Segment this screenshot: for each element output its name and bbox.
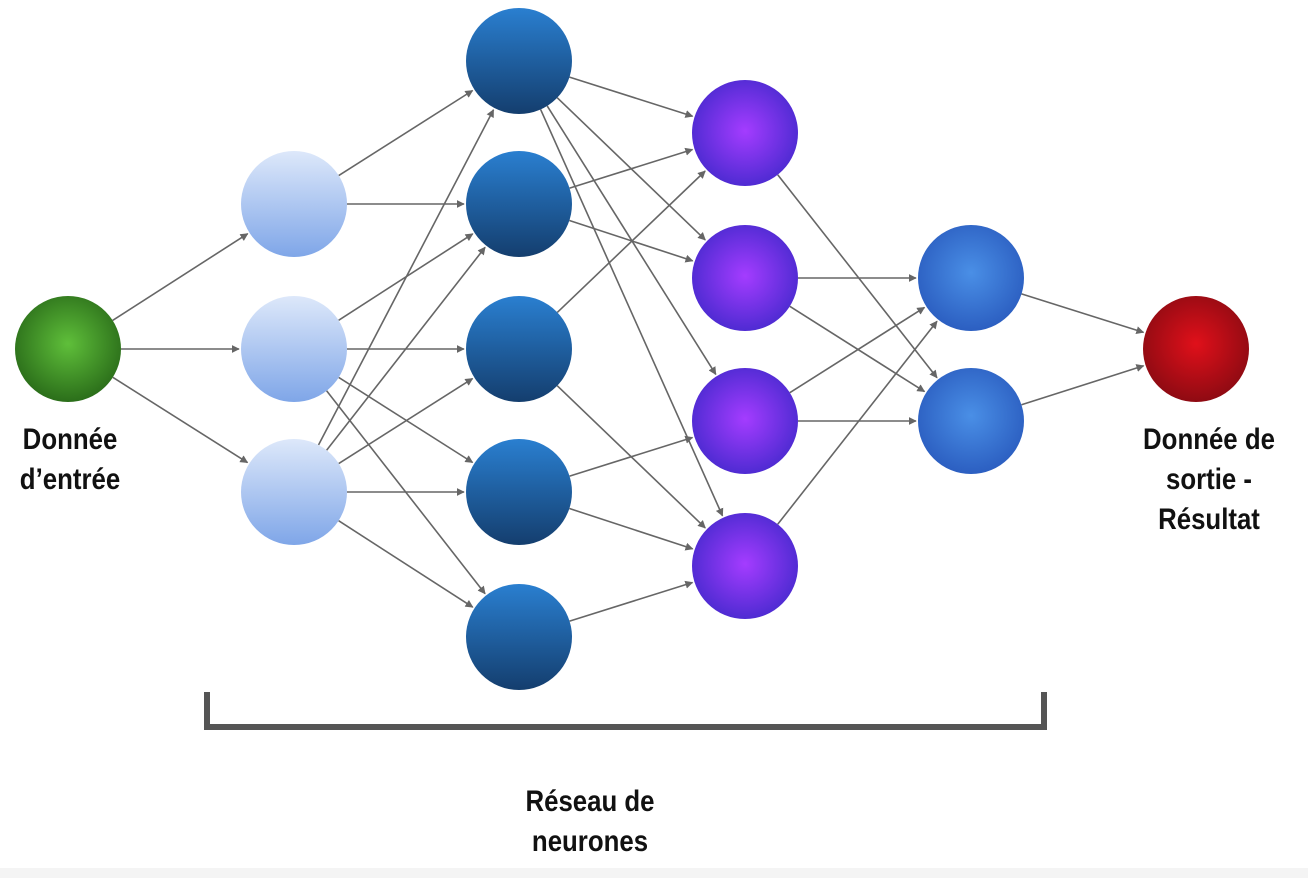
- output-label: Donnée de sortie - Résultat: [1132, 420, 1285, 540]
- input-label-line2: d’entrée: [19, 463, 121, 496]
- network-bracket: [204, 692, 1047, 730]
- layer1-node: [241, 439, 347, 545]
- connection-arrow: [789, 306, 926, 394]
- output-label-line1: Donnée de: [1143, 423, 1275, 456]
- layer1-node: [241, 296, 347, 402]
- connection-arrow: [569, 580, 694, 622]
- layer3-node: [692, 513, 798, 619]
- connection-arrow: [569, 76, 694, 118]
- layer3-node: [692, 80, 798, 186]
- connection-arrow: [569, 219, 694, 263]
- layer3-node: [692, 225, 798, 331]
- input-label: Donnée d’entrée: [10, 420, 130, 500]
- layer4-node: [918, 368, 1024, 474]
- connection-arrow: [1021, 293, 1145, 335]
- network-label: Réseau de neurones: [504, 782, 676, 862]
- layer2-node: [466, 439, 572, 545]
- output-label-line3: Résultat: [1158, 503, 1260, 536]
- layer3-node: [692, 368, 798, 474]
- connection-arrow: [569, 147, 694, 189]
- connection-arrow: [325, 246, 486, 451]
- connection-arrow: [539, 109, 724, 517]
- connection-arrow: [1021, 364, 1145, 406]
- connection-arrow: [112, 376, 249, 464]
- output-node: [1143, 296, 1249, 402]
- layer2-node: [466, 8, 572, 114]
- input-label-line1: Donnée: [22, 423, 118, 456]
- neurons: [15, 8, 1249, 690]
- output-label-line2: sortie -: [1165, 463, 1253, 496]
- connection-arrow: [789, 305, 926, 393]
- layer2-node: [466, 151, 572, 257]
- connections: [112, 76, 1145, 622]
- layer2-node: [466, 296, 572, 402]
- connection-arrow: [569, 435, 694, 477]
- layer1-node: [241, 151, 347, 257]
- connection-arrow: [338, 520, 474, 608]
- network-label-line2: neurones: [531, 825, 649, 858]
- layer2-node: [466, 584, 572, 690]
- connection-arrow: [777, 174, 938, 379]
- connection-arrow: [317, 109, 495, 446]
- network-label-line1: Réseau de: [525, 785, 655, 818]
- bottom-strip: [0, 868, 1308, 878]
- connection-arrow: [777, 320, 938, 525]
- connection-arrow: [338, 377, 474, 465]
- input-node: [15, 296, 121, 402]
- connection-arrow: [338, 89, 474, 177]
- connection-arrow: [338, 376, 474, 464]
- layer4-node: [918, 225, 1024, 331]
- connection-arrow: [112, 233, 249, 322]
- connection-arrow: [569, 507, 694, 551]
- connection-arrow: [556, 170, 706, 313]
